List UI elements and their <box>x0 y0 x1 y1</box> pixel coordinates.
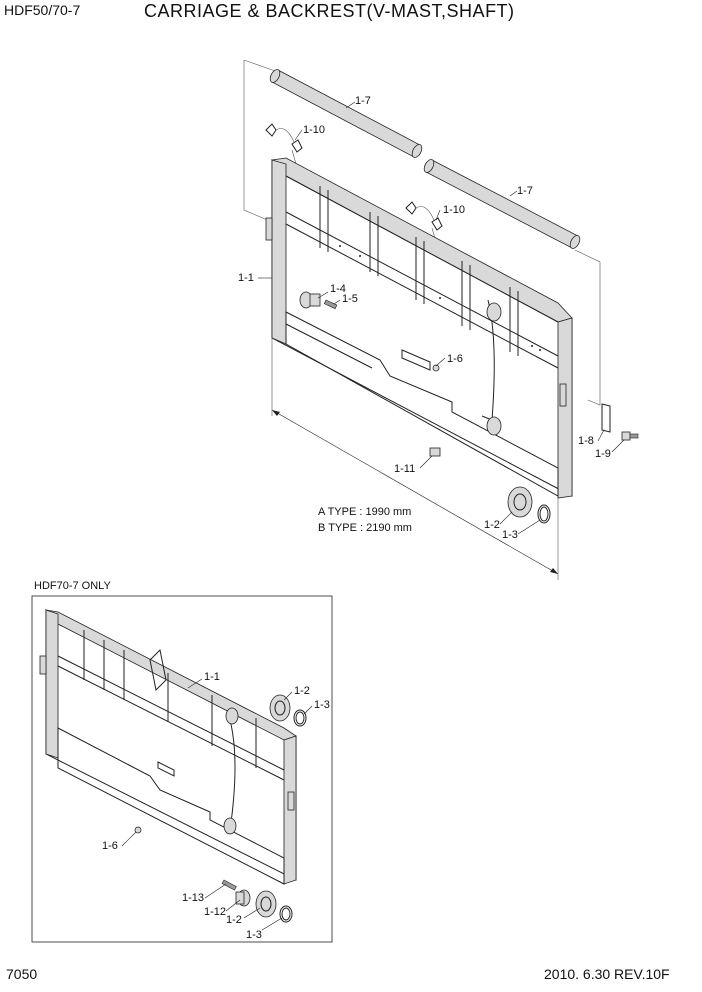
roller <box>507 486 533 518</box>
label-bolt: 1-9 <box>595 448 611 460</box>
label-carriage: 1-1 <box>238 272 254 284</box>
model-code: HDF50/70-7 <box>4 2 81 18</box>
inset-roller-top <box>269 694 291 722</box>
fitting <box>429 447 441 457</box>
label-clip-right: 1-10 <box>443 204 465 216</box>
inset-label-roller-bottom: 1-2 <box>226 914 242 926</box>
backrest-rod-lower <box>423 159 581 249</box>
label-roller: 1-2 <box>484 519 500 531</box>
page-number: 7050 <box>6 966 38 982</box>
inset-caption: HDF70-7 ONLY <box>34 580 111 592</box>
dimension-b-type: B TYPE : 2190 mm <box>318 522 412 534</box>
inset-snap-ring-bottom <box>279 905 293 923</box>
inset-label-spacer: 1-12 <box>204 906 226 918</box>
snap-ring <box>537 504 551 524</box>
phantom-line-top <box>243 59 279 73</box>
clip-right <box>405 201 443 243</box>
label-rod-upper: 1-7 <box>355 95 371 107</box>
clip-left <box>265 123 303 165</box>
width-dimension-line <box>271 338 559 580</box>
label-bracket: 1-6 <box>447 353 463 365</box>
inset-label-roller-top: 1-2 <box>294 685 310 697</box>
inset-label-bracket: 1-6 <box>102 840 118 852</box>
inset-label-snap-ring-bottom: 1-3 <box>246 929 262 941</box>
inset-roller-bottom <box>255 890 277 918</box>
label-pin: 1-5 <box>342 293 358 305</box>
bracket <box>401 349 440 372</box>
label-snap-ring: 1-3 <box>502 529 518 541</box>
inset-carriage-frame <box>39 609 297 885</box>
inset-pin <box>221 879 237 891</box>
pin <box>323 299 338 310</box>
label-roller-shaft: 1-4 <box>330 283 346 295</box>
label-plate: 1-8 <box>578 435 594 447</box>
revision-date: 2010. 6.30 REV.10F <box>544 966 670 982</box>
inset-label-pin: 1-13 <box>182 892 204 904</box>
main-exploded-view: 1-7 1-7 1-10 1-10 1-1 1-4 1-5 1-6 1-8 1-… <box>238 59 639 580</box>
phantom-line-left <box>243 60 273 223</box>
inset-label-snap-ring-top: 1-3 <box>314 699 330 711</box>
plate <box>601 403 611 433</box>
dimension-a-type: A TYPE : 1990 mm <box>318 506 411 518</box>
phantom-line-right <box>574 249 601 406</box>
label-clip-left: 1-10 <box>303 124 325 136</box>
inset-snap-ring-top <box>293 709 307 727</box>
backrest-rod-upper <box>269 69 423 158</box>
inset-label-carriage: 1-1 <box>204 671 220 683</box>
carriage-frame <box>265 157 573 499</box>
label-rod-lower: 1-7 <box>517 185 533 197</box>
label-fitting: 1-11 <box>394 463 415 475</box>
inset-border <box>31 595 333 943</box>
inset-view: 1-1 1-2 1-3 1-6 1-13 1-12 1-2 1-3 <box>31 595 333 943</box>
bolt <box>621 431 639 441</box>
page-title: CARRIAGE & BACKREST(V-MAST,SHAFT) <box>144 1 515 21</box>
inset-spacer <box>235 889 251 907</box>
roller-shaft <box>299 291 321 309</box>
inset-bracket <box>134 826 142 834</box>
